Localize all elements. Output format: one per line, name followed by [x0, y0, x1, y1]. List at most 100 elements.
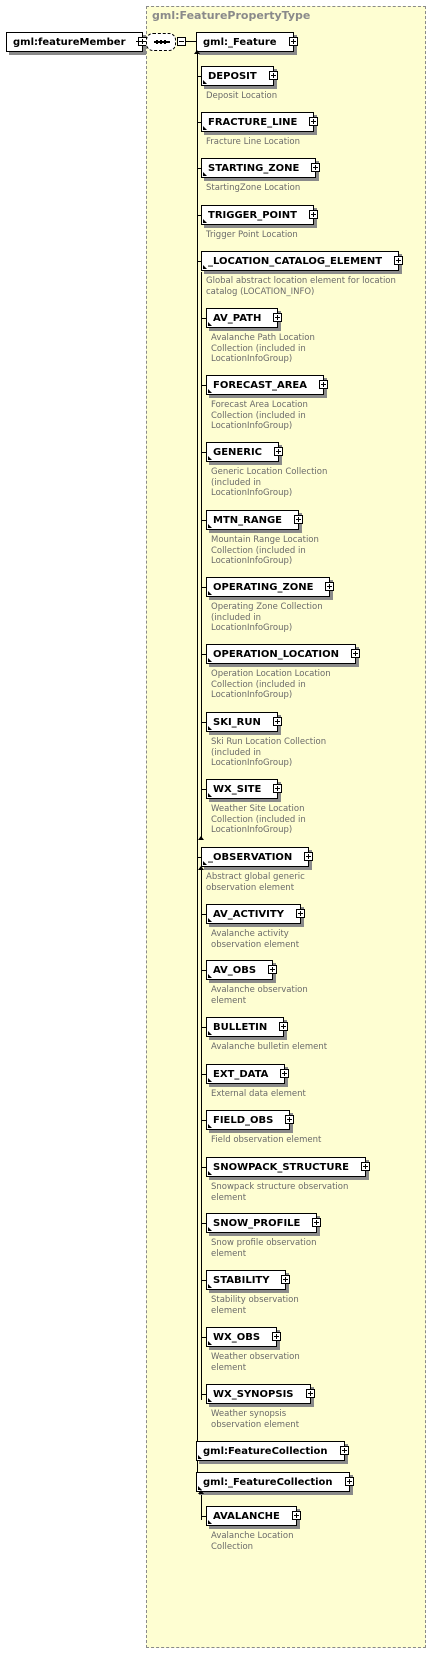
element-label: WX_SYNOPSIS [213, 1389, 294, 1400]
expand-icon[interactable] [339, 1446, 349, 1455]
branch-arrow-icon [198, 1490, 204, 1494]
complex-type-box [146, 6, 426, 1648]
root-element-label: gml:featureMember [13, 37, 126, 48]
element-stability[interactable]: STABILITY [206, 1270, 291, 1290]
element-description: element [211, 1305, 247, 1316]
element-snow-profile[interactable]: SNOW_PROFILE [206, 1213, 322, 1233]
element-wx-site[interactable]: WX_SITE [206, 779, 283, 799]
element-wx-obs[interactable]: WX_OBS [206, 1327, 282, 1347]
element-label: MTN_RANGE [213, 515, 282, 526]
tree-connector [201, 654, 206, 655]
expand-icon[interactable] [318, 380, 328, 389]
expand-icon[interactable] [285, 1115, 295, 1124]
expand-icon[interactable] [273, 784, 283, 793]
expand-icon[interactable] [304, 852, 314, 861]
expand-icon[interactable] [308, 210, 318, 219]
element-operation-location[interactable]: OPERATION_LOCATION [206, 644, 360, 664]
element-av-activity[interactable]: AV_ACTIVITY [206, 904, 305, 924]
element-description: Stability observation [211, 1295, 299, 1305]
element-avalanche[interactable]: AVALANCHE [206, 1506, 301, 1526]
element-description: (included in [211, 477, 261, 488]
expand-icon[interactable] [325, 582, 335, 591]
element-starting-zone[interactable]: STARTING_ZONE [201, 158, 321, 178]
element-description: Avalanche Location [211, 1531, 294, 1541]
element-description: LocationInfoGroup) [211, 623, 293, 633]
sequence-icon [154, 40, 170, 44]
element-ski-run[interactable]: SKI_RUN [206, 712, 282, 732]
expand-icon[interactable] [294, 515, 303, 524]
element-generic[interactable]: GENERIC [206, 442, 283, 462]
expand-icon[interactable] [272, 717, 282, 726]
element-label: FORECAST_AREA [213, 380, 307, 391]
element-description: (included in [211, 747, 261, 758]
element-bulletin[interactable]: BULLETIN [206, 1017, 289, 1037]
expand-icon[interactable] [312, 1218, 322, 1227]
expand-icon[interactable] [311, 163, 321, 172]
element-label: AV_OBS [213, 965, 257, 976]
element-label: BULLETIN [213, 1022, 268, 1033]
element-description: Collection (included in [211, 410, 306, 421]
expand-icon[interactable] [272, 1332, 282, 1341]
element-label: STABILITY [213, 1275, 270, 1286]
tree-connector [201, 1337, 206, 1338]
collapse-icon[interactable] [177, 37, 186, 46]
element-av-path[interactable]: AV_PATH [206, 308, 283, 328]
element-description: Global abstract location element for loc… [206, 276, 396, 286]
expand-icon[interactable] [295, 909, 305, 918]
element-location-catalog-element[interactable]: _LOCATION_CATALOG_ELEMENT [201, 251, 404, 271]
expand-icon[interactable] [361, 1162, 370, 1171]
element-description: Fracture Line Location [206, 137, 300, 147]
element-field-obs[interactable]: FIELD_OBS [206, 1110, 295, 1130]
sequence-compositor[interactable] [146, 33, 176, 51]
expand-icon[interactable] [394, 256, 404, 265]
expand-icon[interactable] [268, 965, 278, 974]
element-label: _OBSERVATION [208, 852, 293, 863]
element-operating-zone[interactable]: OPERATING_ZONE [206, 577, 335, 597]
element-description: External data element [211, 1089, 306, 1099]
element-ext-data[interactable]: EXT_DATA [206, 1064, 290, 1084]
expand-icon[interactable] [279, 1022, 289, 1031]
expand-icon[interactable] [280, 1069, 290, 1078]
expand-icon[interactable] [281, 1275, 291, 1284]
element-label: SKI_RUN [213, 717, 261, 728]
element-forecast-area[interactable]: FORECAST_AREA [206, 375, 328, 395]
expand-icon[interactable] [268, 71, 278, 80]
element-deposit[interactable]: DEPOSIT [201, 66, 278, 86]
element-wx-synopsis[interactable]: WX_SYNOPSIS [206, 1384, 315, 1404]
head-element-label: gml:_Feature [203, 37, 277, 48]
element-description: Generic Location Collection [211, 467, 328, 477]
head-element[interactable]: gml:_Feature [196, 32, 298, 52]
element-mtn-range[interactable]: MTN_RANGE [206, 510, 303, 530]
element-description: Field observation element [211, 1135, 322, 1145]
tree-connector [201, 868, 202, 1400]
element-description: LocationInfoGroup) [211, 758, 293, 768]
element-observation[interactable]: _OBSERVATION [201, 847, 314, 867]
element-description: Trigger Point Location [206, 230, 298, 240]
expand-icon[interactable] [344, 1477, 354, 1486]
element-label: OPERATING_ZONE [213, 582, 314, 593]
element-description: LocationInfoGroup) [211, 354, 293, 364]
element-gml-featurecollection[interactable]: gml:FeatureCollection [196, 1441, 349, 1461]
element-trigger-point[interactable]: TRIGGER_POINT [201, 205, 318, 225]
expand-icon[interactable] [309, 117, 319, 126]
expand-icon[interactable] [305, 1389, 315, 1398]
expand-icon[interactable] [288, 37, 298, 46]
element-label: OPERATION_LOCATION [213, 649, 339, 660]
element-description: Avalanche activity [211, 929, 289, 939]
expand-icon[interactable] [350, 649, 360, 658]
element-fracture-line[interactable]: FRACTURE_LINE [201, 112, 319, 132]
element-snowpack-structure[interactable]: SNOWPACK_STRUCTURE [206, 1157, 370, 1177]
expand-icon[interactable] [291, 1511, 301, 1520]
root-element[interactable]: gml:featureMember [6, 32, 147, 52]
element-description: LocationInfoGroup) [211, 690, 293, 700]
element-label: STARTING_ZONE [208, 163, 300, 174]
expand-icon[interactable] [274, 447, 283, 456]
element-gml-featurecollection[interactable]: gml:_FeatureCollection [196, 1472, 354, 1492]
element-av-obs[interactable]: AV_OBS [206, 960, 278, 980]
element-description: LocationInfoGroup) [211, 556, 293, 566]
tree-connector [197, 122, 201, 123]
element-description: Mountain Range Location [211, 535, 319, 545]
expand-icon[interactable] [273, 313, 283, 322]
tree-connector [201, 914, 206, 915]
